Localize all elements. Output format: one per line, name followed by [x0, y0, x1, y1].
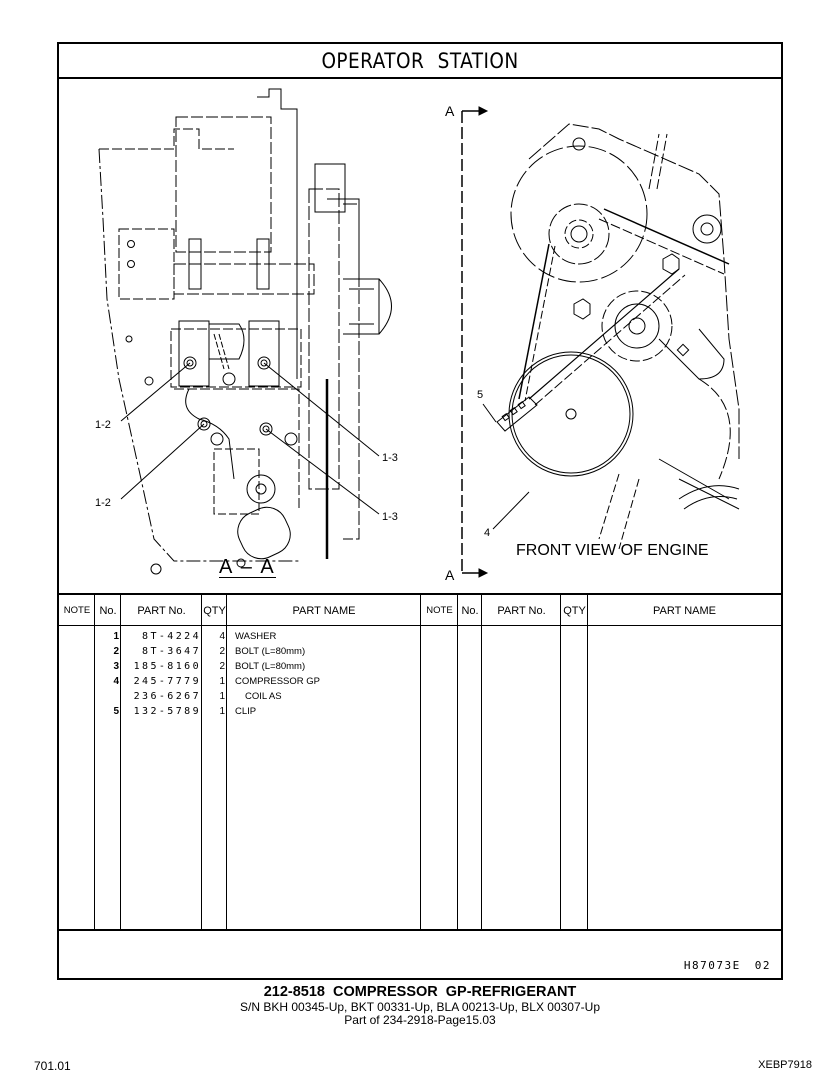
table-header-row-right: NOTE No. PART No. QTY PART NAME: [421, 595, 781, 626]
part-number: 185-8160: [133, 661, 201, 672]
header-no-right: No.: [461, 604, 479, 617]
callout-label-1-3-lower: 1-3: [382, 511, 398, 523]
part-name: COMPRESSOR GP: [235, 676, 320, 687]
section-view-label: A – A: [219, 556, 276, 578]
col-part-name: [227, 595, 421, 929]
header-part-name: PART NAME: [292, 604, 356, 617]
part-number: 8T-3647: [142, 646, 201, 657]
col-part-name-right: [588, 595, 781, 929]
item-number: 3: [113, 661, 119, 672]
header-no: No.: [99, 604, 117, 617]
section-view-drawing: [98, 88, 392, 575]
front-view-drawing: [496, 123, 740, 550]
header-qty-right: QTY: [563, 604, 586, 617]
parts-rows: 1 8T-4224 4 WASHER 2 8T-3647 2 BOLT (L=8…: [59, 629, 421, 719]
table-row: 236-6267 1 COIL AS: [59, 689, 421, 704]
item-number: 2: [113, 646, 119, 657]
part-number: 245-7779: [133, 676, 201, 687]
section-marker-top: A: [445, 103, 455, 119]
callout-leaders-right: [482, 403, 530, 530]
callout-label-1-2-lower: 1-2: [95, 497, 111, 509]
quantity: 1: [219, 706, 225, 717]
callout-label-4: 4: [484, 527, 491, 539]
drawing-revision: 02: [754, 959, 771, 972]
col-part-no: [121, 595, 202, 929]
header-note-right: NOTE: [426, 605, 453, 616]
header-part-no-right: PART No.: [497, 604, 546, 617]
item-number: 4: [113, 676, 119, 687]
page-number: 701.01: [34, 1059, 71, 1073]
engine-illustration: [98, 88, 740, 578]
quantity: 1: [219, 676, 225, 687]
part-name: CLIP: [235, 706, 257, 717]
table-row: 3 185-8160 2 BOLT (L=80mm): [59, 659, 421, 674]
quantity: 2: [219, 646, 225, 657]
part-number: 8T-4224: [142, 631, 201, 642]
quantity: 1: [219, 691, 225, 702]
header-part-no: PART No.: [137, 604, 186, 617]
callout-label-1-3-upper: 1-3: [382, 452, 398, 464]
parts-table: NOTE No. PART No. QTY PART NAME 1 8T-422…: [59, 593, 781, 931]
part-name: BOLT (L=80mm): [235, 661, 306, 672]
callout-label-1-2-upper: 1-2: [95, 419, 111, 431]
drawing-reference-box: H87073E 02: [59, 931, 781, 980]
header-note: NOTE: [63, 605, 91, 616]
table-row: 2 8T-3647 2 BOLT (L=80mm): [59, 644, 421, 659]
part-name: COIL AS: [245, 691, 282, 702]
header-qty: QTY: [203, 604, 226, 617]
header-part-name-right: PART NAME: [653, 604, 716, 617]
document-id: XEBP7918: [758, 1059, 812, 1071]
page-title: OPERATOR STATION: [321, 48, 519, 73]
group-title: 212-8518 COMPRESSOR GP-REFRIGERANT: [263, 984, 577, 1000]
table-row: 5 132-5789 1 CLIP: [59, 704, 421, 719]
col-note: [59, 595, 95, 929]
front-view-label: FRONT VIEW OF ENGINE: [516, 542, 709, 559]
table-row: 4 245-7779 1 COMPRESSOR GP: [59, 674, 421, 689]
section-cut-line: [461, 106, 489, 578]
part-name: WASHER: [235, 631, 277, 642]
title-bar: OPERATOR STATION: [59, 44, 781, 79]
parts-page-frame: OPERATOR STATION: [57, 42, 783, 980]
col-no: [95, 595, 121, 929]
quantity: 4: [219, 631, 225, 642]
part-name: BOLT (L=80mm): [235, 646, 306, 657]
col-part-no-right: [482, 595, 561, 929]
serial-number-range: S/N BKH 00345-Up, BKT 00331-Up, BLA 0021…: [240, 1000, 600, 1014]
callout-label-5: 5: [477, 389, 484, 401]
parts-table-left: NOTE No. PART No. QTY PART NAME 1 8T-422…: [59, 595, 421, 929]
item-number: 1: [113, 631, 119, 642]
parts-table-right: NOTE No. PART No. QTY PART NAME: [421, 595, 781, 929]
callout-leaders-left: [120, 362, 380, 515]
drawing-id: H87073E 02: [684, 959, 771, 972]
col-no-right: [458, 595, 482, 929]
part-of-reference: Part of 234-2918-Page15.03: [344, 1013, 496, 1027]
table-header-row: NOTE No. PART No. QTY PART NAME: [59, 595, 421, 626]
item-number: 5: [113, 706, 119, 717]
illustration-area: 1-2 1-2 1-3 1-3 5 4 A – A FRONT VIEW OF …: [59, 79, 781, 593]
drawing-number: H87073E: [683, 959, 741, 972]
col-note-right: [421, 595, 458, 929]
table-row: 1 8T-4224 4 WASHER: [59, 629, 421, 644]
part-number: 132-5789: [133, 706, 201, 717]
col-qty: [202, 595, 227, 929]
part-number: 236-6267: [133, 691, 201, 702]
section-marker-bottom: A: [445, 567, 455, 583]
quantity: 2: [219, 661, 225, 672]
col-qty-right: [561, 595, 588, 929]
